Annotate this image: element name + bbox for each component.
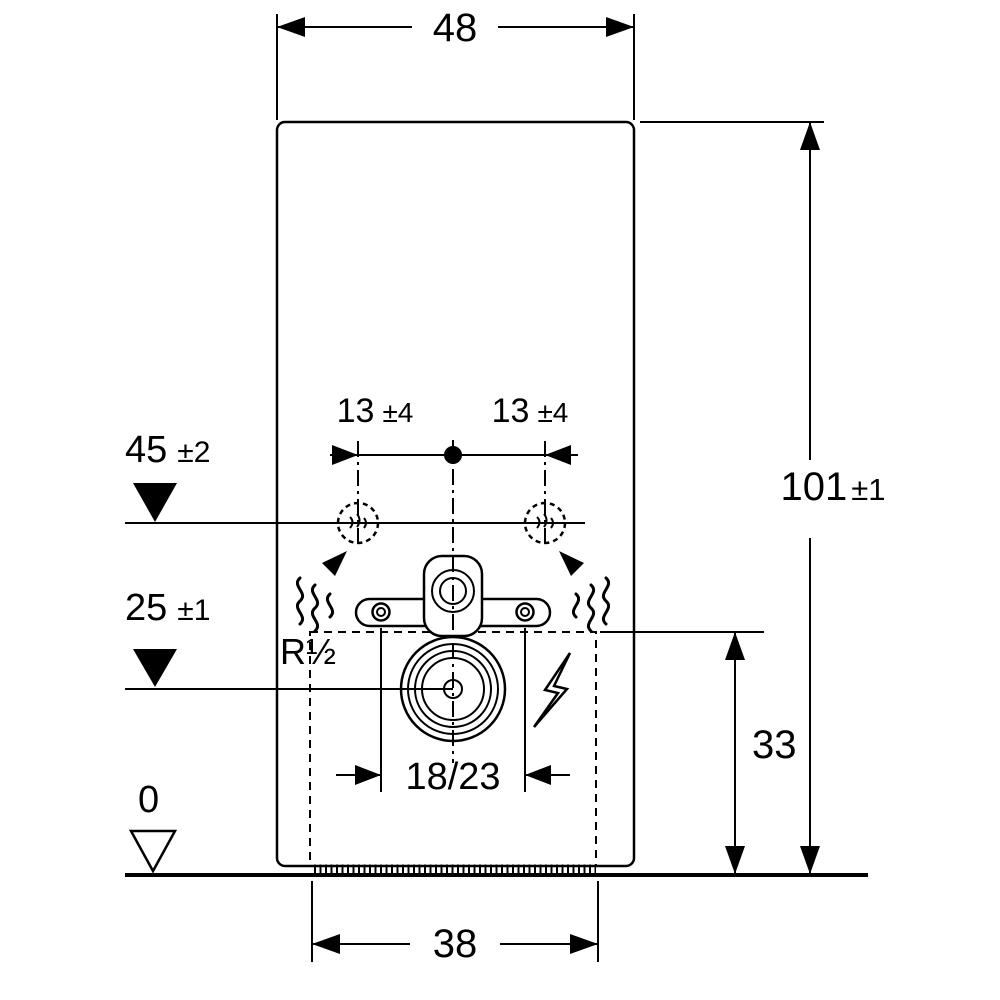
wave-line	[310, 583, 320, 633]
filled-datum-icon	[133, 483, 177, 522]
centerlines	[357, 440, 546, 763]
wave-line	[586, 583, 596, 633]
open-datum-icon	[128, 829, 178, 874]
fixing-hole-right	[515, 602, 535, 622]
dim-top-width: 48	[276, 6, 635, 120]
dim-value: 13	[492, 392, 530, 430]
dim-tolerance: ±4	[537, 397, 568, 428]
hatch-left	[349, 513, 367, 529]
dim-value: 38	[433, 922, 478, 966]
fixing-hole-left	[371, 602, 391, 622]
arrow-right-icon	[606, 17, 634, 37]
wave-line	[325, 592, 335, 619]
dim-value: 18/23	[405, 756, 500, 798]
panel-outline	[275, 120, 636, 868]
dim-value: R½	[280, 631, 336, 672]
dim-label-zero: 0	[138, 779, 159, 821]
dim-value: 33	[752, 723, 797, 767]
dim-outlet-depth: 18/23	[336, 628, 570, 798]
arrow-left-icon	[277, 17, 305, 37]
arrow-left-icon	[525, 765, 551, 785]
dim-tolerance: ±2	[177, 436, 210, 469]
lightning-bolt-icon	[532, 652, 572, 728]
flow-arrow-icon	[559, 551, 584, 576]
dim-label-service-height: 33	[752, 723, 797, 767]
thread-label: R½	[280, 631, 336, 672]
dim-tolerance: ±1	[177, 594, 210, 627]
water-flow-left-icon	[295, 551, 347, 633]
dim-label-base-width: 38	[433, 922, 478, 966]
arrow-down-icon	[725, 846, 745, 874]
dim-tolerance: ±4	[382, 397, 413, 428]
level-lower: 25 ±1	[125, 587, 453, 690]
mounting-bracket	[354, 554, 552, 638]
dim-value: 0	[138, 779, 159, 821]
dim-label-upper-level: 45 ±2	[125, 429, 210, 471]
dim-water-offsets: 13±4 13±4	[330, 392, 578, 465]
flow-arrow-icon	[322, 551, 347, 576]
dim-value: 13	[337, 392, 375, 430]
arrow-right-icon	[570, 934, 598, 954]
dim-base-width: 38	[311, 881, 599, 966]
dim-value: 25	[125, 587, 167, 629]
dim-service-height: 33	[600, 631, 797, 874]
level-zero: 0	[128, 779, 178, 874]
fixing-hole-left-inner	[376, 607, 386, 617]
dim-label-top-width: 48	[433, 6, 478, 50]
dim-value: 101	[780, 465, 847, 509]
dim-value: 48	[433, 6, 478, 50]
arrow-right-icon	[332, 445, 358, 465]
arrow-right-icon	[355, 765, 381, 785]
dim-overall-height: 101±1	[640, 121, 886, 874]
filled-datum-icon	[133, 649, 177, 687]
wave-line	[601, 576, 611, 626]
dim-label-right-offset: 13±4	[492, 392, 569, 430]
wave-line	[295, 576, 305, 626]
dim-label-overall-height: 101±1	[780, 465, 885, 509]
arrow-down-icon	[800, 846, 820, 874]
arrow-up-icon	[800, 122, 820, 150]
arrow-left-icon	[312, 934, 340, 954]
dim-label-left-offset: 13±4	[337, 392, 414, 430]
level-upper: 45 ±2	[125, 429, 585, 524]
wave-line	[571, 592, 581, 619]
arrow-up-icon	[725, 632, 745, 660]
dim-label-lower-level: 25 ±1	[125, 587, 210, 629]
water-flow-right-icon	[559, 551, 611, 633]
arrow-left-icon	[545, 445, 571, 465]
fixing-hole-right-inner	[520, 607, 530, 617]
dim-tolerance: ±1	[851, 472, 885, 507]
dim-value: 45	[125, 429, 167, 471]
dim-label-outlet-depth: 18/23	[405, 756, 500, 798]
hatch-right	[536, 513, 554, 529]
